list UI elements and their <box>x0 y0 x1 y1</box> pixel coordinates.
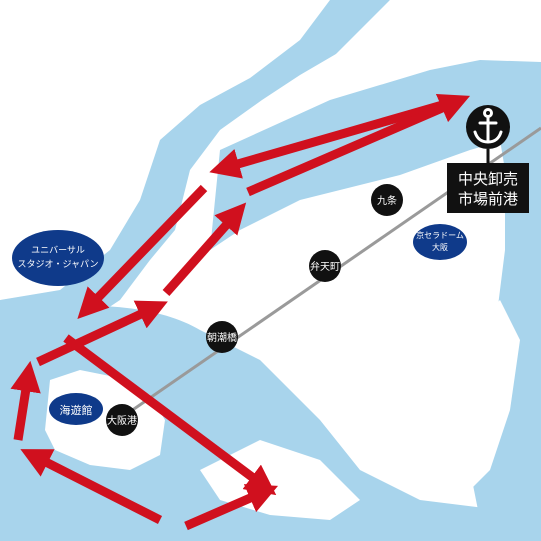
destination-line1: 中央卸売 <box>458 170 518 188</box>
destination-marker[interactable]: 中央卸売 市場前港 <box>447 105 529 213</box>
route-arrow <box>36 300 168 367</box>
landmark-kaiyukan-label: 海遊館 <box>60 403 93 417</box>
landmark-usj-line2: スタジオ・ジャパン <box>17 259 98 270</box>
station-label: 弁天町 <box>310 260 340 273</box>
station-osakako[interactable]: 大阪港 <box>106 404 138 436</box>
ferry-route <box>10 94 471 531</box>
station-asashiobashi[interactable]: 朝潮橋 <box>206 321 238 353</box>
landmark-usj-line1: ユニバーサル <box>31 245 85 256</box>
route-arrow <box>209 99 448 179</box>
station-kujo[interactable]: 九条 <box>371 184 403 216</box>
station-label: 九条 <box>377 194 397 207</box>
route-arrow <box>20 449 163 525</box>
route-arrow <box>10 360 41 441</box>
anchor-icon <box>473 108 503 144</box>
landmark-usj[interactable]: ユニバーサル スタジオ・ジャパン <box>12 230 104 286</box>
land-east <box>455 300 520 490</box>
station-bentencho[interactable]: 弁天町 <box>309 250 341 282</box>
landmark-dome-line1: 京セラドーム <box>416 230 464 240</box>
destination-line2: 市場前港 <box>458 190 518 208</box>
land-port <box>230 165 495 400</box>
bay-water <box>0 306 541 541</box>
route-arrow <box>63 334 277 496</box>
landmark-dome[interactable]: 京セラドーム 大阪 <box>413 224 467 260</box>
land-usj <box>0 0 300 300</box>
landmark-dome-line2: 大阪 <box>432 242 448 252</box>
landmark-kaiyukan[interactable]: 海遊館 <box>49 393 103 425</box>
river-water <box>0 0 390 345</box>
route-arrow <box>246 94 471 197</box>
route-arrow <box>184 484 279 531</box>
station-label: 大阪港 <box>107 414 137 427</box>
route-arrow <box>77 184 208 320</box>
route-arrow <box>162 202 247 296</box>
destination-label-box <box>447 163 529 213</box>
land-block-nw <box>265 0 541 125</box>
station-label: 朝潮橋 <box>207 331 237 344</box>
